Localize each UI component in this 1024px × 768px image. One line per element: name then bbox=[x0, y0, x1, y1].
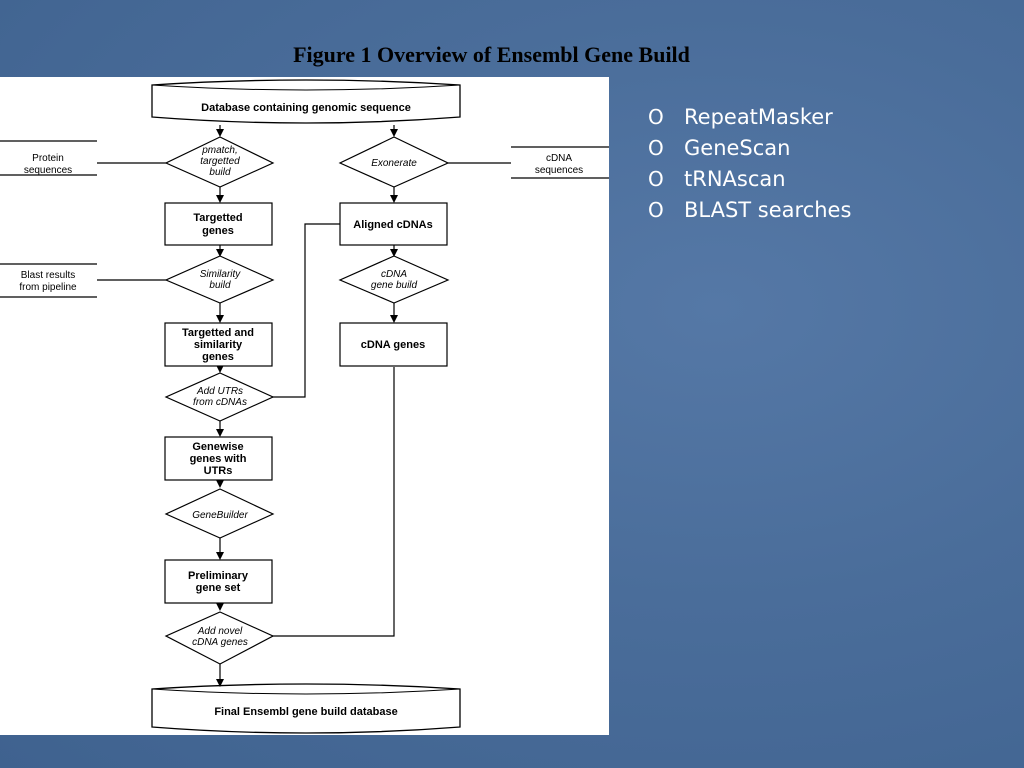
svg-text:cDNA: cDNA bbox=[381, 269, 407, 280]
svg-text:gene set: gene set bbox=[196, 582, 241, 594]
svg-text:Targetted: Targetted bbox=[193, 212, 242, 224]
db-top-label: Database containing genomic sequence bbox=[201, 102, 411, 114]
input-blast-results: Blast results from pipeline bbox=[19, 270, 77, 293]
svg-text:genes: genes bbox=[202, 351, 234, 363]
svg-text:build: build bbox=[209, 280, 231, 291]
decision-cdna-gene-build: cDNA gene build bbox=[338, 255, 450, 304]
svg-text:genes with: genes with bbox=[190, 453, 247, 465]
box-cdna-genes: cDNA genes bbox=[339, 322, 448, 367]
svg-text:sequences: sequences bbox=[24, 165, 72, 176]
svg-text:Similarity: Similarity bbox=[200, 269, 242, 280]
svg-text:Preliminary: Preliminary bbox=[188, 570, 249, 582]
svg-text:UTRs: UTRs bbox=[204, 465, 233, 477]
bullet-marker: O bbox=[648, 167, 664, 191]
svg-text:gene build: gene build bbox=[371, 280, 418, 291]
svg-text:pmatch,: pmatch, bbox=[201, 145, 238, 156]
svg-text:build: build bbox=[209, 167, 231, 178]
svg-text:genes: genes bbox=[202, 225, 234, 237]
flowchart-figure: Database containing genomic sequence Fin… bbox=[0, 77, 609, 735]
bullet-text: GeneScan bbox=[684, 136, 791, 160]
svg-text:sequences: sequences bbox=[535, 165, 583, 176]
decision-add-utrs: Add UTRs from cDNAs bbox=[164, 372, 275, 422]
bullet-marker: O bbox=[648, 105, 664, 129]
svg-text:GeneBuilder: GeneBuilder bbox=[192, 510, 248, 521]
svg-text:Add novel: Add novel bbox=[197, 626, 243, 637]
svg-text:cDNA: cDNA bbox=[546, 153, 572, 164]
decision-pmatch: pmatch, targetted build bbox=[164, 136, 275, 188]
decision-genebuilder: GeneBuilder bbox=[164, 488, 275, 539]
flowchart-svg: Database containing genomic sequence Fin… bbox=[0, 79, 609, 734]
svg-text:targetted: targetted bbox=[200, 156, 240, 167]
box-preliminary-gene-set: Preliminary gene set bbox=[164, 559, 273, 604]
svg-text:Protein: Protein bbox=[32, 153, 64, 164]
svg-text:Blast results: Blast results bbox=[21, 270, 75, 281]
slide-title: Figure 1 Overview of Ensembl Gene Build bbox=[293, 42, 690, 67]
bullet-marker: O bbox=[648, 136, 664, 160]
bullet-item: O BLAST searches bbox=[648, 195, 851, 226]
flowchart-connectors bbox=[0, 125, 609, 687]
svg-text:Add UTRs: Add UTRs bbox=[196, 386, 243, 397]
svg-text:Targetted and: Targetted and bbox=[182, 327, 254, 339]
svg-text:cDNA genes: cDNA genes bbox=[192, 637, 248, 648]
svg-text:from pipeline: from pipeline bbox=[19, 282, 77, 293]
svg-text:Exonerate: Exonerate bbox=[371, 158, 417, 169]
bullet-item: O RepeatMasker bbox=[648, 102, 851, 133]
bullet-item: O GeneScan bbox=[648, 133, 851, 164]
input-protein-sequences: Protein sequences bbox=[24, 153, 72, 176]
svg-text:Genewise: Genewise bbox=[192, 441, 243, 453]
bullet-list: O RepeatMasker O GeneScan O tRNAscan O B… bbox=[648, 102, 851, 226]
genomic-sequence-database: Database containing genomic sequence bbox=[151, 79, 461, 124]
bullet-text: BLAST searches bbox=[684, 198, 852, 222]
svg-text:similarity: similarity bbox=[194, 339, 243, 351]
svg-text:cDNA genes: cDNA genes bbox=[361, 339, 425, 351]
decision-add-novel-cdna-genes: Add novel cDNA genes bbox=[164, 611, 275, 665]
box-aligned-cdnas: Aligned cDNAs bbox=[339, 202, 448, 246]
box-genewise-genes: Genewise genes with UTRs bbox=[164, 436, 273, 481]
decision-similarity-build: Similarity build bbox=[164, 255, 275, 304]
db-bottom-label: Final Ensembl gene build database bbox=[214, 706, 397, 718]
bullet-text: RepeatMasker bbox=[684, 105, 833, 129]
bullet-text: tRNAscan bbox=[684, 167, 786, 191]
bullet-item: O tRNAscan bbox=[648, 164, 851, 195]
final-gene-build-database: Final Ensembl gene build database bbox=[151, 683, 461, 734]
decision-exonerate: Exonerate bbox=[338, 136, 450, 188]
input-cdna-sequences: cDNA sequences bbox=[535, 153, 583, 176]
bullet-marker: O bbox=[648, 198, 664, 222]
box-targetted-similarity-genes: Targetted and similarity genes bbox=[164, 322, 273, 367]
svg-text:from cDNAs: from cDNAs bbox=[193, 397, 247, 408]
svg-text:Aligned cDNAs: Aligned cDNAs bbox=[353, 219, 432, 231]
box-targetted-genes: Targetted genes bbox=[164, 202, 273, 246]
